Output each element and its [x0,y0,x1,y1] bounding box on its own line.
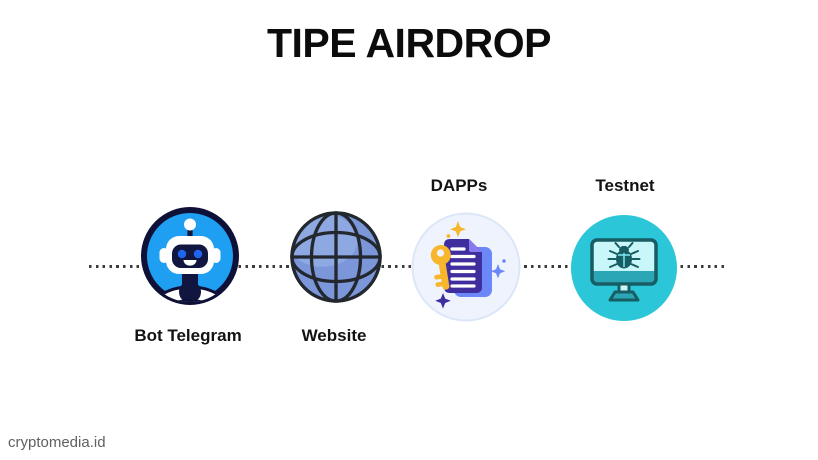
globe-icon [290,211,382,303]
key-icon [430,245,451,290]
watermark-cryptomedia: cryptomedia.id [8,434,106,451]
dotted-connector-line [89,265,726,268]
node-label-website: Website [301,326,367,345]
node-label-testnet: Testnet [595,176,655,195]
bug-icon [607,242,641,269]
page-title: TIPE AIRDROP [266,20,552,66]
node-label-bot-telegram: Bot Telegram [134,326,242,345]
document-key-icon [411,212,521,322]
node-label-dapps: DAPPs [430,176,488,195]
robot-icon [141,207,239,305]
monitor-bug-icon [571,215,677,321]
